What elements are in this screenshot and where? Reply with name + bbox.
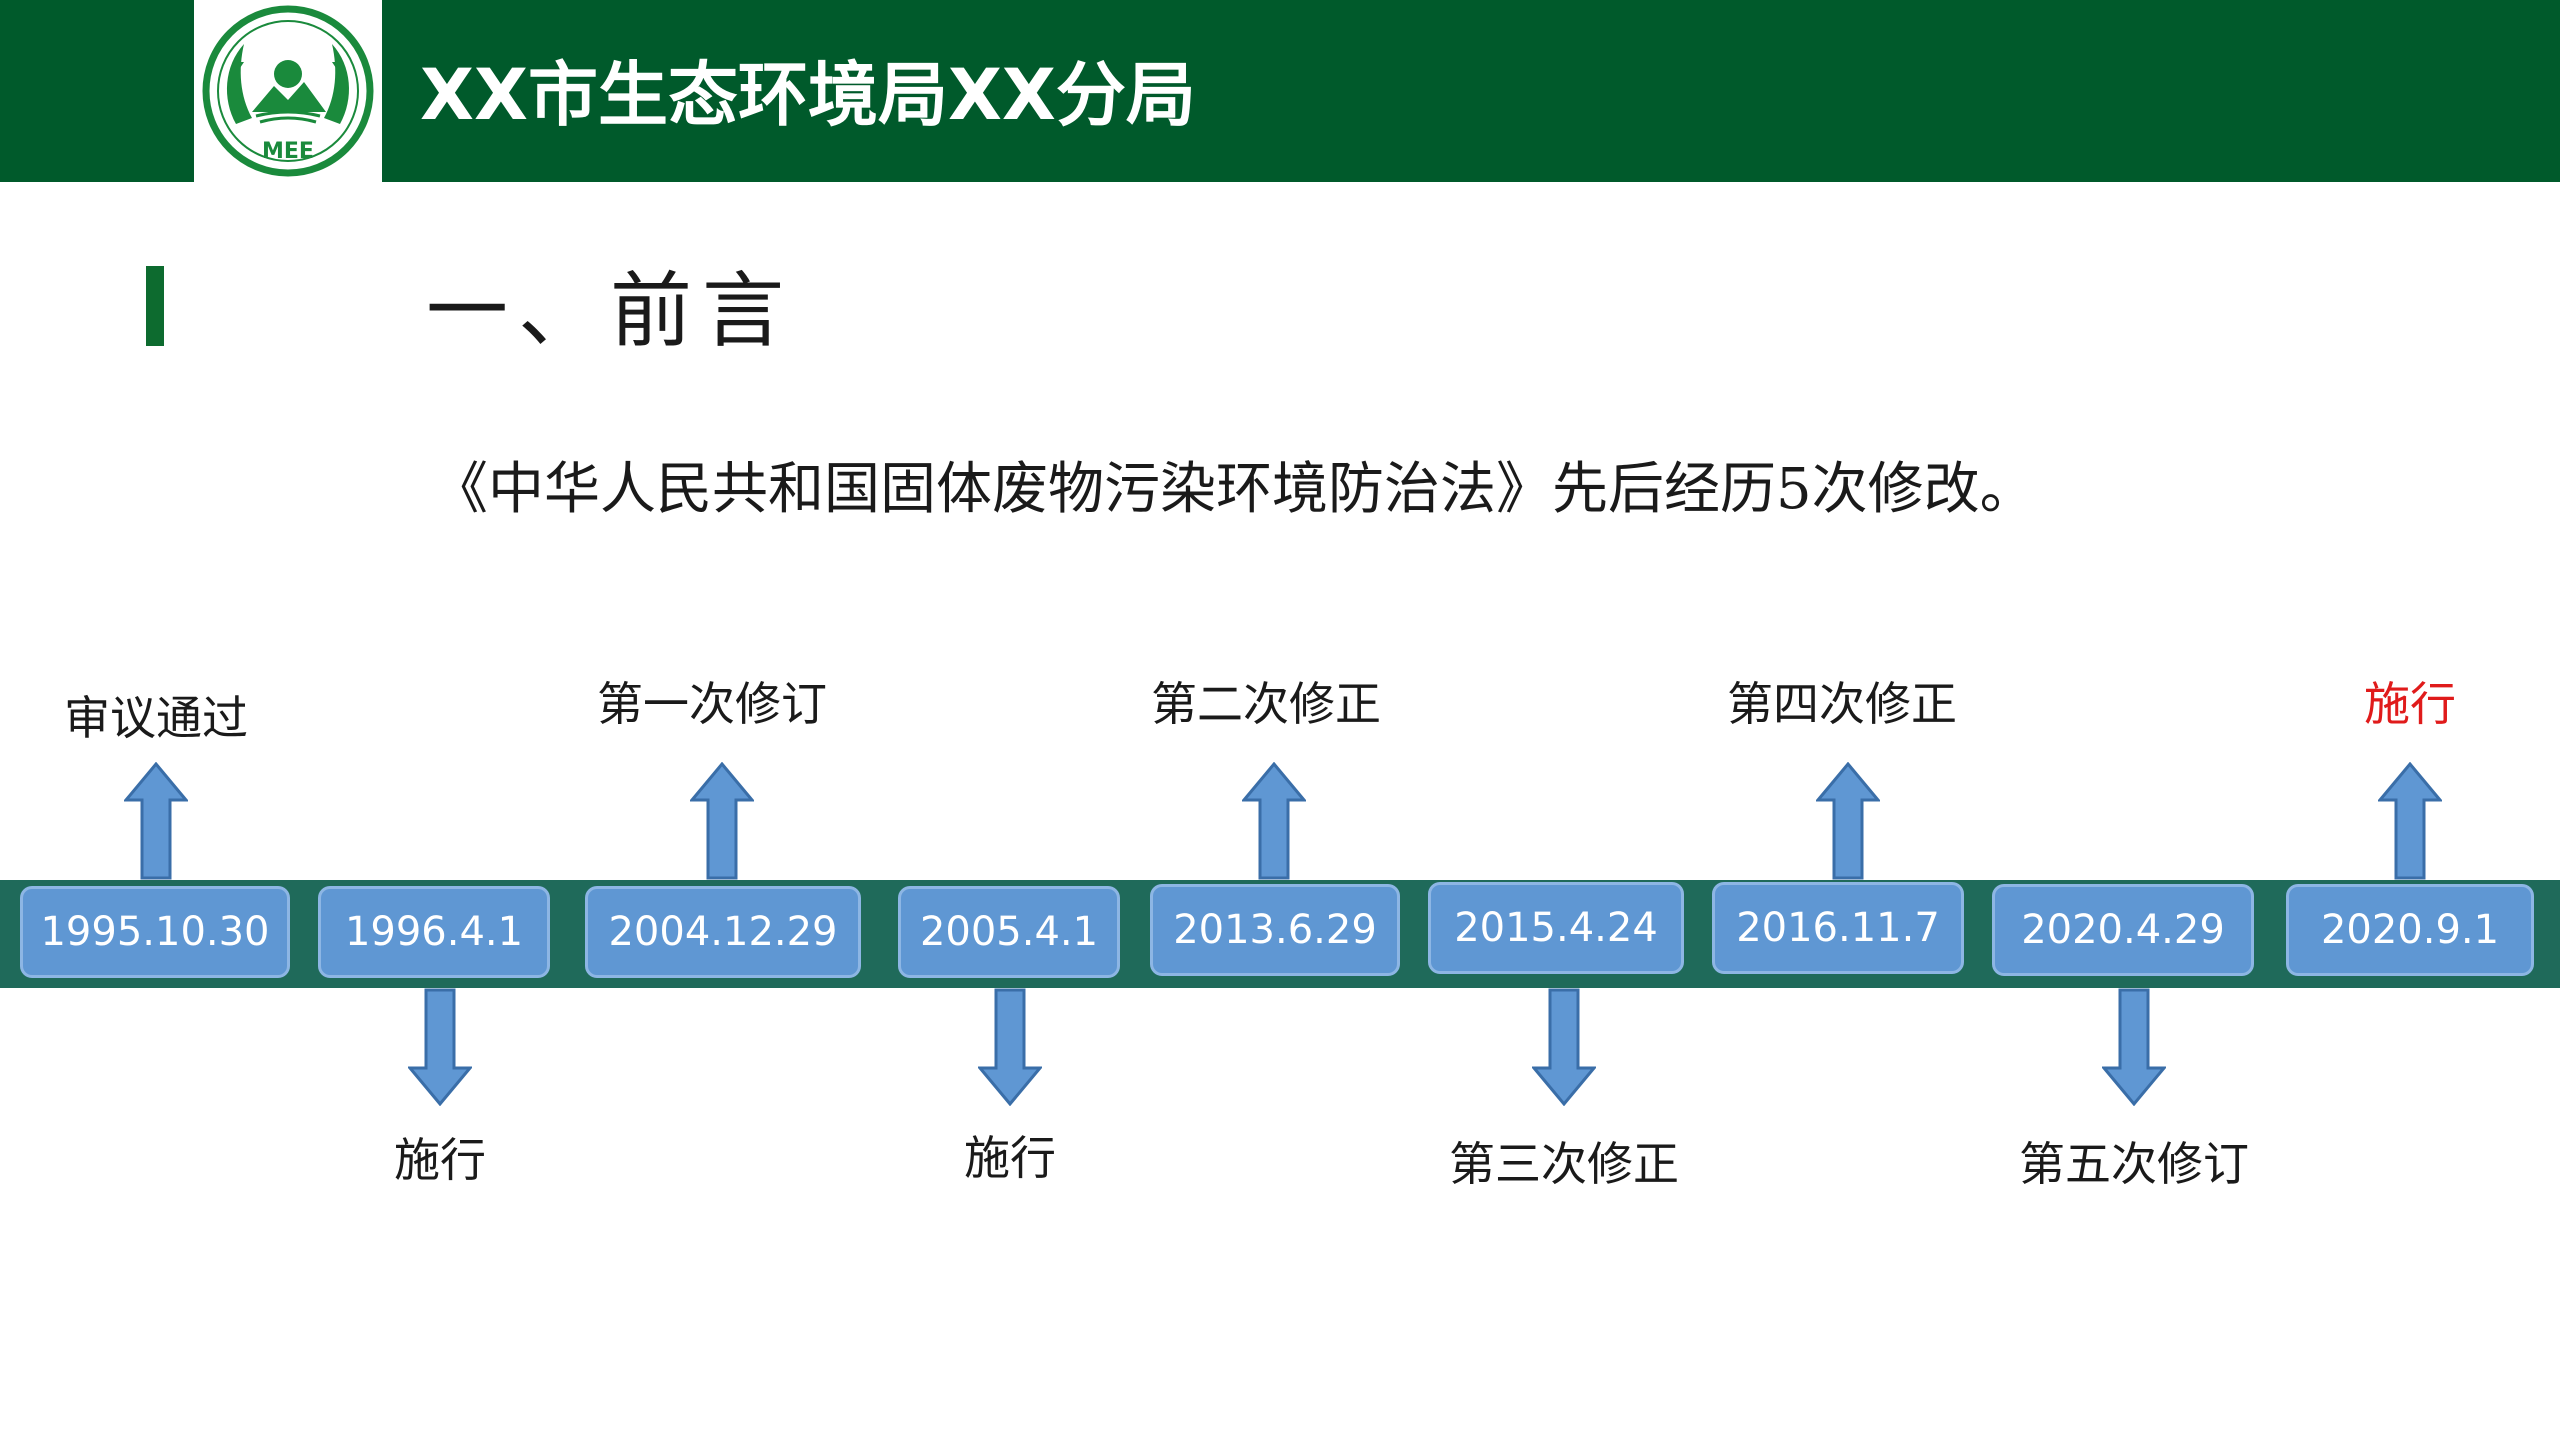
timeline-event-label: 第三次修正 <box>1449 1137 1679 1191</box>
header-bar: MEE XX市生态环境局XX分局 <box>0 0 2560 182</box>
timeline-event-label: 第四次修正 <box>1727 677 1957 731</box>
logo-text: MEE <box>262 139 314 164</box>
arrow-down-icon <box>978 988 1042 1106</box>
arrow-up-icon <box>124 762 188 880</box>
timeline-event-label-highlight: 施行 <box>2364 677 2456 731</box>
logo-container: MEE <box>194 0 382 182</box>
timeline-event-label: 第一次修订 <box>597 677 827 731</box>
mee-logo-icon: MEE <box>202 5 374 177</box>
timeline-date-box: 2013.6.29 <box>1150 884 1400 976</box>
arrow-up-icon <box>2378 762 2442 880</box>
timeline-event-label: 审议通过 <box>64 691 248 745</box>
arrow-up-icon <box>690 762 754 880</box>
timeline-date-box: 2020.4.29 <box>1992 884 2254 976</box>
timeline-date-box: 2005.4.1 <box>898 886 1120 978</box>
timeline-event-label: 施行 <box>964 1131 1056 1185</box>
header-title: XX市生态环境局XX分局 <box>420 54 1196 136</box>
timeline-event-label: 施行 <box>394 1133 486 1187</box>
arrow-down-icon <box>408 988 472 1106</box>
timeline-event-label: 第二次修正 <box>1151 677 1381 731</box>
arrow-down-icon <box>2102 988 2166 1106</box>
timeline-date-box: 2020.9.1 <box>2286 884 2534 976</box>
arrow-up-icon <box>1242 762 1306 880</box>
section-title: 一、前言 <box>426 264 795 359</box>
section-marker <box>146 266 164 346</box>
timeline-event-label: 第五次修订 <box>2019 1137 2249 1191</box>
timeline-date-box: 2016.11.7 <box>1712 882 1964 974</box>
arrow-down-icon <box>1532 988 1596 1106</box>
timeline-date-box: 1996.4.1 <box>318 886 550 978</box>
arrow-up-icon <box>1816 762 1880 880</box>
timeline-date-box: 2004.12.29 <box>585 886 861 978</box>
subtitle-text: 《中华人民共和国固体废物污染环境防治法》先后经历5次修改。 <box>432 457 2036 522</box>
timeline-date-box: 2015.4.24 <box>1428 882 1684 974</box>
timeline-date-box: 1995.10.30 <box>20 886 290 978</box>
